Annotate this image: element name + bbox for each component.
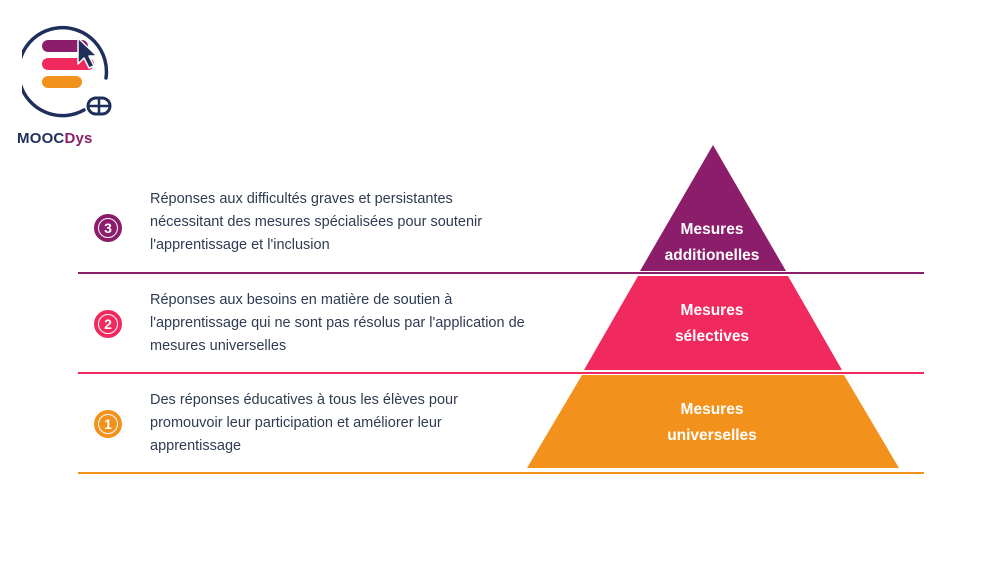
tier-label-line2: additionelles [664, 247, 760, 264]
divider-3 [78, 272, 924, 274]
divider-1 [78, 472, 924, 474]
logo-word-dys: Dys [64, 130, 93, 147]
badge-number: 2 [104, 316, 112, 332]
number-3-badge-icon: 3 [94, 214, 122, 242]
tier-label-universelles: Mesures universelles [612, 397, 812, 449]
tier-label-line1: Mesures [680, 221, 744, 238]
tier-top-shape [640, 145, 786, 271]
moocdys-logo: MOOCDys [14, 18, 124, 148]
tier-bottom-shape [527, 375, 899, 468]
divider-2 [78, 372, 924, 374]
logo-wordmark: MOOCDys [17, 130, 93, 147]
logo-mark-icon [22, 25, 112, 118]
row-3-description: Réponses aux difficultés graves et persi… [150, 191, 483, 253]
pyramid-diagram [527, 145, 899, 468]
tier-label-line2: universelles [667, 427, 757, 444]
tier-label-selectives: Mesures sélectives [612, 298, 812, 350]
tier-middle-shape [584, 276, 842, 370]
tier-label-additionelles: Mesures additionelles [612, 217, 812, 269]
logo-word-mooc: MOOC [17, 130, 65, 147]
row-2-description: Réponses aux besoins en matière de souti… [150, 292, 525, 354]
tier-label-line2: sélectives [674, 328, 750, 345]
number-2-badge-icon: 2 [94, 310, 122, 338]
tier-label-line1: Mesures [680, 302, 744, 319]
badge-number: 3 [104, 220, 112, 236]
tier-label-line1: Mesures [680, 401, 744, 418]
number-1-badge-icon: 1 [94, 410, 122, 438]
row-1-description: Des réponses éducatives à tous les élève… [150, 392, 458, 454]
badge-number: 1 [104, 416, 112, 432]
